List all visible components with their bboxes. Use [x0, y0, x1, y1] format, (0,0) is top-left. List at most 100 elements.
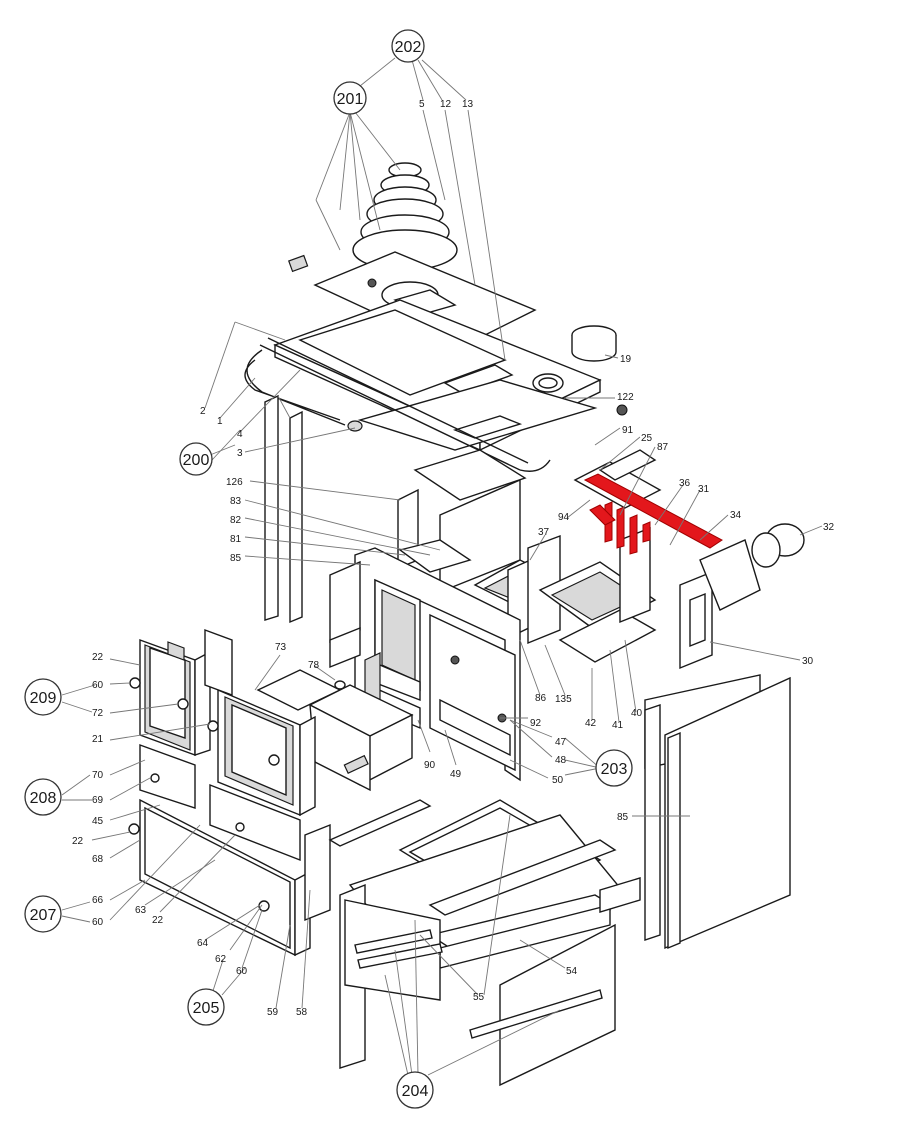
small-knob — [616, 404, 628, 416]
part-label-122: 122 — [617, 392, 634, 403]
part-label-126: 126 — [226, 477, 243, 488]
part-label-32: 32 — [823, 522, 835, 533]
part-label-34: 34 — [730, 510, 742, 521]
firebox-core — [473, 449, 761, 670]
part-label-50: 50 — [552, 775, 564, 786]
part-label-81: 81 — [230, 534, 242, 545]
door-frame-left — [167, 628, 233, 697]
part-label-86: 86 — [535, 693, 547, 704]
leader-lines — [61, 57, 823, 1076]
part-label-73: 73 — [275, 642, 287, 653]
group-callout-205: 205 — [187, 988, 225, 1026]
rear-inner-panels — [397, 449, 527, 594]
part-label-54: 54 — [566, 966, 578, 977]
part-label-5: 5 — [419, 99, 425, 110]
part-label-42: 42 — [585, 718, 597, 729]
part-label-19: 19 — [620, 354, 632, 365]
part-label-22-top: 22 — [92, 652, 104, 663]
group-callout-201: 201 — [333, 81, 367, 115]
part-label-58: 58 — [296, 1007, 308, 1018]
top-rail — [357, 379, 598, 451]
part-label-60-low: 60 — [236, 966, 248, 977]
part-label-59: 59 — [267, 1007, 279, 1018]
group-callout-203: 203 — [595, 749, 633, 787]
part-label-87: 87 — [657, 442, 669, 453]
group-callout-209: 209 — [24, 678, 62, 716]
flue-collar — [571, 325, 617, 362]
part-label-4: 4 — [237, 429, 243, 440]
door-panel-207 — [128, 798, 311, 957]
part-label-40: 40 — [631, 708, 643, 719]
svg-text:205: 205 — [193, 1000, 220, 1017]
part-label-62: 62 — [215, 954, 227, 965]
part-label-91: 91 — [622, 425, 634, 436]
part-label-31: 31 — [698, 484, 710, 495]
round-door-32 — [751, 523, 805, 568]
part-label-83: 83 — [230, 496, 242, 507]
part-label-85: 85 — [230, 553, 242, 564]
door-panel-middle — [207, 688, 316, 817]
left-side-panels — [264, 394, 303, 624]
part-label-70: 70 — [92, 770, 104, 781]
part-label-69: 69 — [92, 795, 104, 806]
part-label-82: 82 — [230, 515, 242, 526]
part-label-63: 63 — [135, 905, 147, 916]
part-label-3: 3 — [237, 448, 243, 459]
svg-text:202: 202 — [395, 39, 422, 56]
part-label-36: 36 — [679, 478, 691, 489]
highlighted-grate-part — [583, 473, 723, 555]
part-label-72: 72 — [92, 708, 104, 719]
part-label-21: 21 — [92, 734, 104, 745]
part-label-66: 66 — [92, 895, 104, 906]
part-label-49: 49 — [450, 769, 462, 780]
svg-text:201: 201 — [337, 91, 364, 108]
svg-text:207: 207 — [30, 907, 57, 924]
bottom-cabinet — [339, 883, 616, 1087]
part-label-94: 94 — [558, 512, 570, 523]
svg-text:200: 200 — [183, 452, 210, 469]
group-callout-207: 207 — [24, 895, 62, 933]
part-label-1: 1 — [217, 416, 223, 427]
group-callout-204: 204 — [396, 1071, 434, 1109]
part-label-41: 41 — [612, 720, 624, 731]
hotplate-rings — [352, 162, 458, 271]
top-shelf-rail — [328, 799, 432, 847]
part-label-60-top: 60 — [92, 680, 104, 691]
svg-text:208: 208 — [30, 790, 57, 807]
part-label-12: 12 — [440, 99, 452, 110]
part-label-22-mid: 22 — [72, 836, 84, 847]
svg-text:204: 204 — [402, 1083, 429, 1100]
svg-text:209: 209 — [30, 690, 57, 707]
clip-part — [288, 254, 309, 273]
part-label-92: 92 — [530, 718, 542, 729]
svg-text:203: 203 — [601, 761, 628, 778]
part-label-85-right: 85 — [617, 812, 629, 823]
part-label-45: 45 — [92, 816, 104, 827]
part-label-13: 13 — [462, 99, 474, 110]
part-label-90: 90 — [424, 760, 436, 771]
part-label-47: 47 — [555, 737, 567, 748]
part-label-78: 78 — [308, 660, 320, 671]
plinth-58 — [304, 823, 331, 922]
group-callout-208: 208 — [24, 778, 62, 816]
front-plate-left — [329, 560, 381, 708]
part-label-48: 48 — [555, 755, 567, 766]
tube-rail — [244, 337, 551, 472]
part-label-64: 64 — [197, 938, 209, 949]
part-label-25: 25 — [641, 433, 653, 444]
part-label-55: 55 — [473, 992, 485, 1003]
part-label-60-bottom: 60 — [92, 917, 104, 928]
part-label-135: 135 — [555, 694, 572, 705]
right-side-panels — [599, 674, 791, 950]
group-callout-200: 200 — [179, 442, 213, 476]
group-callouts: 202 201 200 209 208 207 205 204 — [24, 29, 633, 1109]
group-callout-202: 202 — [391, 29, 425, 63]
knob-78 — [334, 680, 346, 690]
part-label-37: 37 — [538, 527, 550, 538]
part-label-68: 68 — [92, 854, 104, 865]
part-label-2: 2 — [200, 406, 206, 417]
part-label-30: 30 — [802, 656, 814, 667]
door-panel-208 — [139, 744, 301, 862]
part-label-22-bottom: 22 — [152, 915, 164, 926]
